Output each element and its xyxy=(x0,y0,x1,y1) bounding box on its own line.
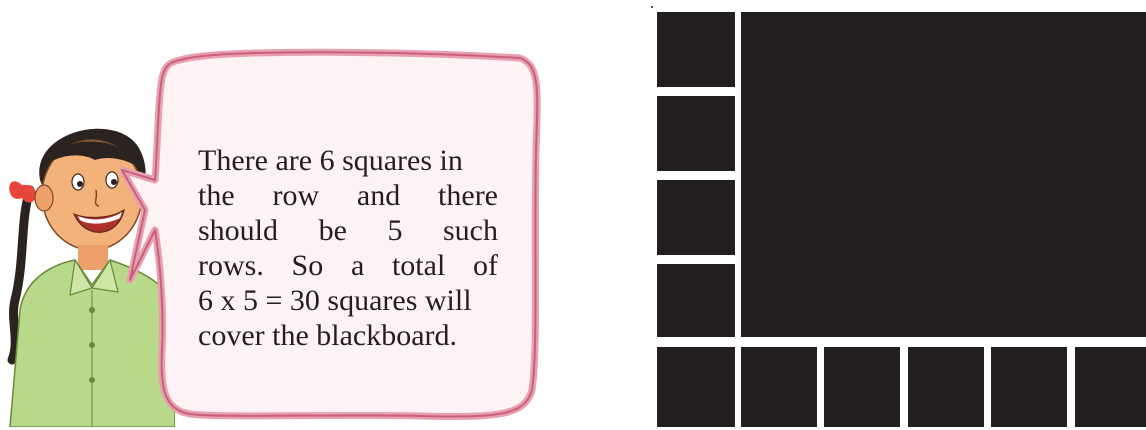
unit-square xyxy=(657,264,735,337)
unit-square xyxy=(991,347,1067,427)
unit-square xyxy=(657,347,735,427)
blackboard xyxy=(657,12,1146,427)
unit-square xyxy=(657,12,735,87)
speech-line: 6 x 5 = 30 squares will xyxy=(198,283,498,318)
speech-line: the row and there xyxy=(198,178,498,213)
speech-line: rows. So a total of xyxy=(198,248,498,283)
blackboard-uncovered-area xyxy=(741,12,1146,337)
unit-square xyxy=(657,96,735,171)
unit-square xyxy=(657,180,735,255)
speck xyxy=(651,6,653,8)
speech-line: should be 5 such xyxy=(198,213,498,248)
unit-square xyxy=(824,347,900,427)
unit-square xyxy=(741,347,817,427)
unit-square xyxy=(1075,347,1146,427)
speech-line: cover the blackboard. xyxy=(198,318,498,353)
unit-square xyxy=(908,347,984,427)
speech-text: There are 6 squares in the row and there… xyxy=(198,143,498,353)
speech-line: There are 6 squares in xyxy=(198,143,498,178)
